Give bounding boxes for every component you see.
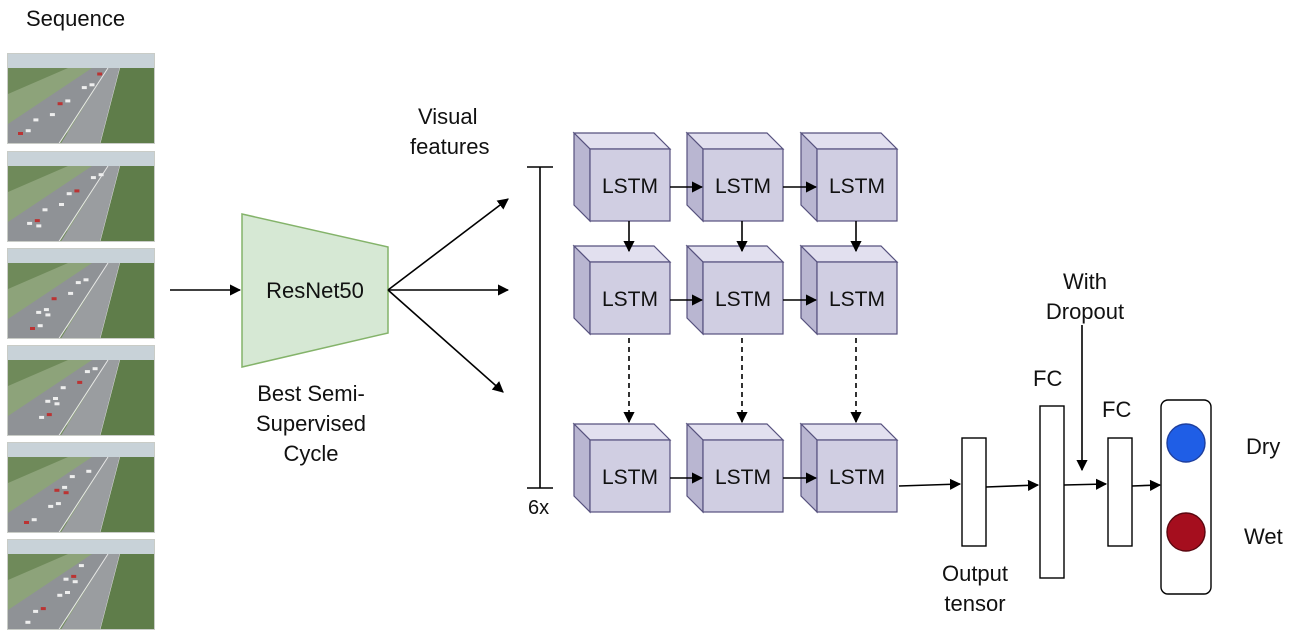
resnet-caption-line2: Supervised (255, 411, 367, 436)
lstm-cell: LSTM (799, 422, 899, 514)
tensor-to-fc1-arrow (985, 479, 1040, 491)
feature-arrow-up (387, 198, 509, 291)
lstm-cell: LSTM (799, 244, 899, 336)
lstm-label: LSTM (715, 288, 771, 311)
lstm-cell: LSTM (685, 131, 785, 223)
sequence-frame (7, 539, 155, 630)
lstm-cell: LSTM (572, 131, 672, 223)
lstm-cell: LSTM (685, 422, 785, 514)
lstm-label: LSTM (829, 175, 885, 198)
output-tensor-label-line1: Output (941, 561, 1009, 586)
class-wet-indicator (1166, 512, 1206, 552)
class-wet-label: Wet (1244, 524, 1283, 549)
resnet-caption-line1: Best Semi- (257, 381, 365, 406)
sequence-frame (7, 248, 155, 339)
lstm-to-tensor-arrow (898, 478, 962, 490)
sequence-frame (7, 345, 155, 436)
lstm-label: LSTM (602, 175, 658, 198)
fc2-label: FC (1102, 397, 1132, 422)
output-tensor-box (961, 437, 987, 547)
class-dry-indicator (1166, 423, 1206, 463)
class-dry-label: Dry (1246, 434, 1281, 459)
dropout-label-line2: Dropout (1045, 299, 1125, 324)
lstm-label: LSTM (602, 288, 658, 311)
lstm-cell: LSTM (572, 422, 672, 514)
lstm-cell: LSTM (572, 244, 672, 336)
sequence-frame (7, 53, 155, 144)
lstm-label: LSTM (715, 466, 771, 489)
sequence-label: Sequence (26, 6, 126, 31)
stack-count-label: 6x (528, 497, 550, 519)
fc2-to-output-arrow (1131, 479, 1162, 491)
feature-arrow-down (387, 289, 504, 393)
lstm-label: LSTM (829, 466, 885, 489)
visual-features-label-line1: Visual (418, 104, 478, 129)
lstm-label: LSTM (602, 466, 658, 489)
fc2-box (1107, 437, 1133, 547)
fc1-to-fc2-arrow (1063, 478, 1108, 490)
resnet50-label: ResNet50 (266, 278, 364, 303)
lstm-cell: LSTM (799, 131, 899, 223)
resnet50-block (241, 213, 389, 368)
visual-features-label-line2: features (410, 134, 490, 159)
fc1-box (1039, 405, 1065, 579)
stack-bracket (527, 166, 553, 489)
fc1-label: FC (1033, 366, 1063, 391)
lstm-grid: LSTM LSTM LSTM LSTM LSTM LSTM LSTM LSTM LSTM (572, 131, 899, 514)
dropout-label-line1: With (1063, 269, 1107, 294)
lstm-label: LSTM (829, 288, 885, 311)
sequence-frame (7, 151, 155, 242)
sequence-frame (7, 442, 155, 533)
lstm-label: LSTM (715, 175, 771, 198)
resnet-caption-line3: Cycle (283, 441, 339, 466)
output-tensor-label-line2: tensor (944, 591, 1006, 616)
lstm-cell: LSTM (685, 244, 785, 336)
